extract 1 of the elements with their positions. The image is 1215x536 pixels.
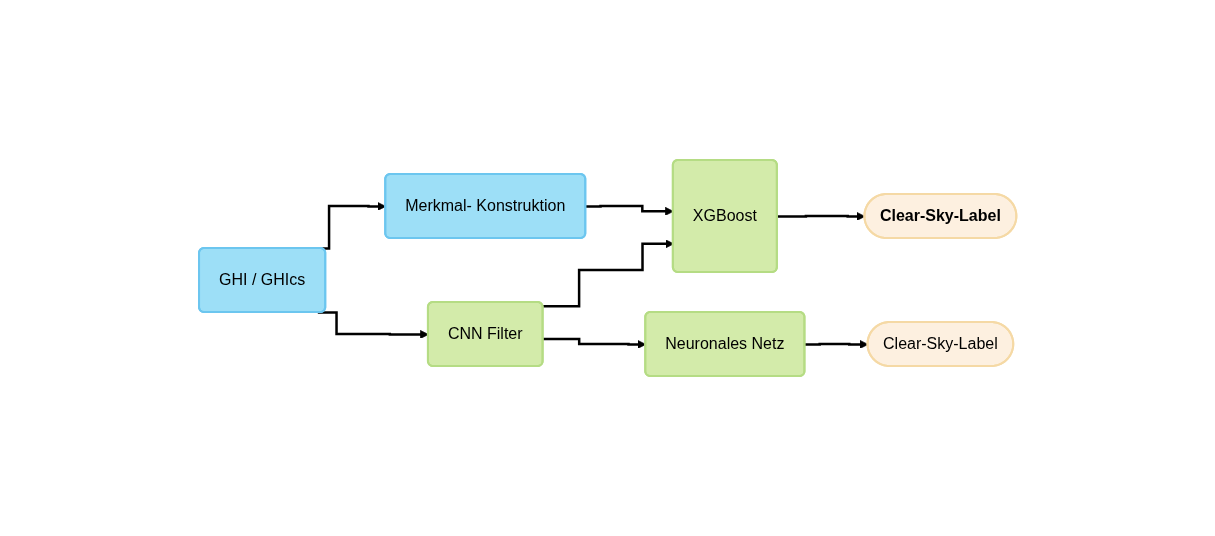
- arrow: [542, 337, 646, 349]
